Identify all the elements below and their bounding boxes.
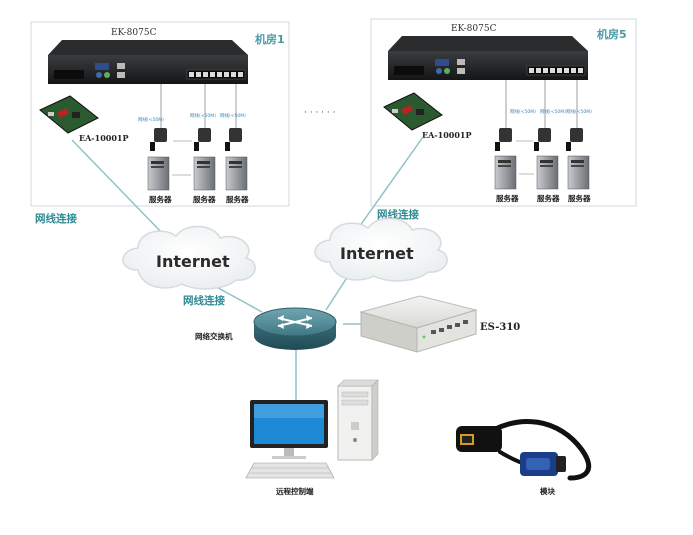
cable-label-left: 网线连接 — [35, 212, 77, 225]
room1-module-label: EA-10001P — [79, 133, 128, 143]
room1-kvm-rack — [48, 40, 248, 84]
room5-server-label-3: 服务器 — [568, 193, 591, 203]
internet-cloud-right-label: Internet — [340, 244, 414, 263]
internet-cloud-right: Internet — [314, 217, 448, 282]
room5-servers — [494, 155, 590, 190]
room5-port-label-2: 网线(<50M) — [540, 108, 566, 115]
rooms-ellipsis: · · · · · · — [304, 108, 335, 118]
room1-server-label-3: 服务器 — [226, 194, 249, 204]
internet-cloud-left-label: Internet — [156, 252, 230, 271]
room5-room-label: 机房5 — [597, 27, 627, 41]
room1-panel: EK-8075C 机房1 EA-10001P — [30, 21, 290, 207]
room5-panel: EK-8075C 机房5 EA-10001P 网线(<5 — [370, 18, 637, 207]
remote-client-label: 远程控制端 — [276, 486, 314, 496]
room1-servers — [147, 156, 248, 191]
remote-client-pc — [245, 379, 379, 479]
room5-port-label-1: 网线(<50M) — [510, 108, 536, 115]
module-caption: 模块 — [540, 486, 555, 496]
room5-dongles — [495, 128, 583, 151]
room5-server-label-2: 服务器 — [537, 193, 560, 203]
room1-server-label-1: 服务器 — [149, 194, 172, 204]
es310-label: ES-310 — [480, 322, 520, 333]
room1-dongles — [150, 128, 242, 151]
room1-server-label-2: 服务器 — [193, 194, 216, 204]
room1-device-label: EK-8075C — [111, 28, 157, 38]
room5-port-label-3: 网线(<50M) — [566, 108, 592, 115]
room5-module-label: EA-10001P — [422, 130, 471, 140]
internet-cloud-left: Internet — [122, 225, 256, 290]
room5-module-board — [383, 92, 443, 131]
es310-device — [359, 295, 478, 353]
room5-server-label-1: 服务器 — [496, 193, 519, 203]
switch-label: 网络交换机 — [195, 331, 233, 341]
room1-room-label: 机房1 — [255, 32, 285, 46]
room5-kvm-rack — [388, 36, 588, 80]
room1-port-label-3: 网线(<50M) — [220, 112, 246, 119]
room1-module-board — [39, 95, 99, 134]
module-cable-photo — [456, 418, 592, 481]
room5-device-label: EK-8075C — [451, 24, 497, 34]
room1-port-label-2: 网线(<50M) — [190, 112, 216, 119]
cable-label-switch: 网线连接 — [183, 294, 225, 307]
room1-port-label-1: 网线(<50M) — [138, 116, 164, 123]
network-switch — [253, 307, 337, 350]
